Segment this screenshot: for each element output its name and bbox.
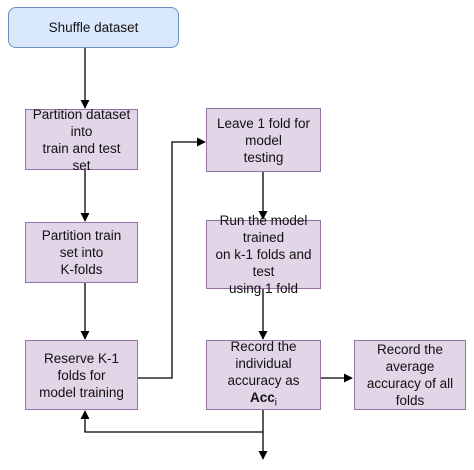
leave-fold-label: Leave 1 fold for model testing [216, 115, 311, 165]
record-average-label: Record the average accuracy of all folds [366, 342, 454, 408]
run-model-node: Run the model trained on k-1 folds and t… [206, 213, 321, 296]
reserve-folds-label: Reserve K-1 folds for model training [39, 350, 124, 400]
leave-fold-node: Leave 1 fold for model testing [206, 108, 321, 172]
record-accuracy-node: Record the individual accuracy as Acci [206, 338, 321, 412]
record-accuracy-label: Record the individual accuracy as Acci [213, 338, 314, 412]
run-model-label: Run the model trained on k-1 folds and t… [215, 213, 312, 296]
shuffle-dataset-label: Shuffle dataset [48, 20, 139, 35]
shuffle-dataset-node: Shuffle dataset [8, 7, 179, 48]
acc-symbol: Acc [250, 390, 275, 406]
record-average-node: Record the average accuracy of all folds [354, 340, 466, 410]
partition-dataset-label: Partition dataset into train and test se… [32, 106, 131, 173]
edge-loop-back-to-reserve [80, 410, 263, 433]
partition-kfolds-label: Partition train set into K-folds [41, 228, 122, 277]
partition-dataset-node: Partition dataset into train and test se… [25, 107, 138, 173]
reserve-folds-node: Reserve K-1 folds for model training [25, 340, 138, 410]
acc-subscript: i [274, 397, 277, 409]
partition-kfolds-node: Partition train set into K-folds [25, 222, 138, 283]
record-accuracy-text: Record the individual accuracy as [227, 339, 300, 389]
edge-reserve-to-leave [138, 137, 206, 379]
